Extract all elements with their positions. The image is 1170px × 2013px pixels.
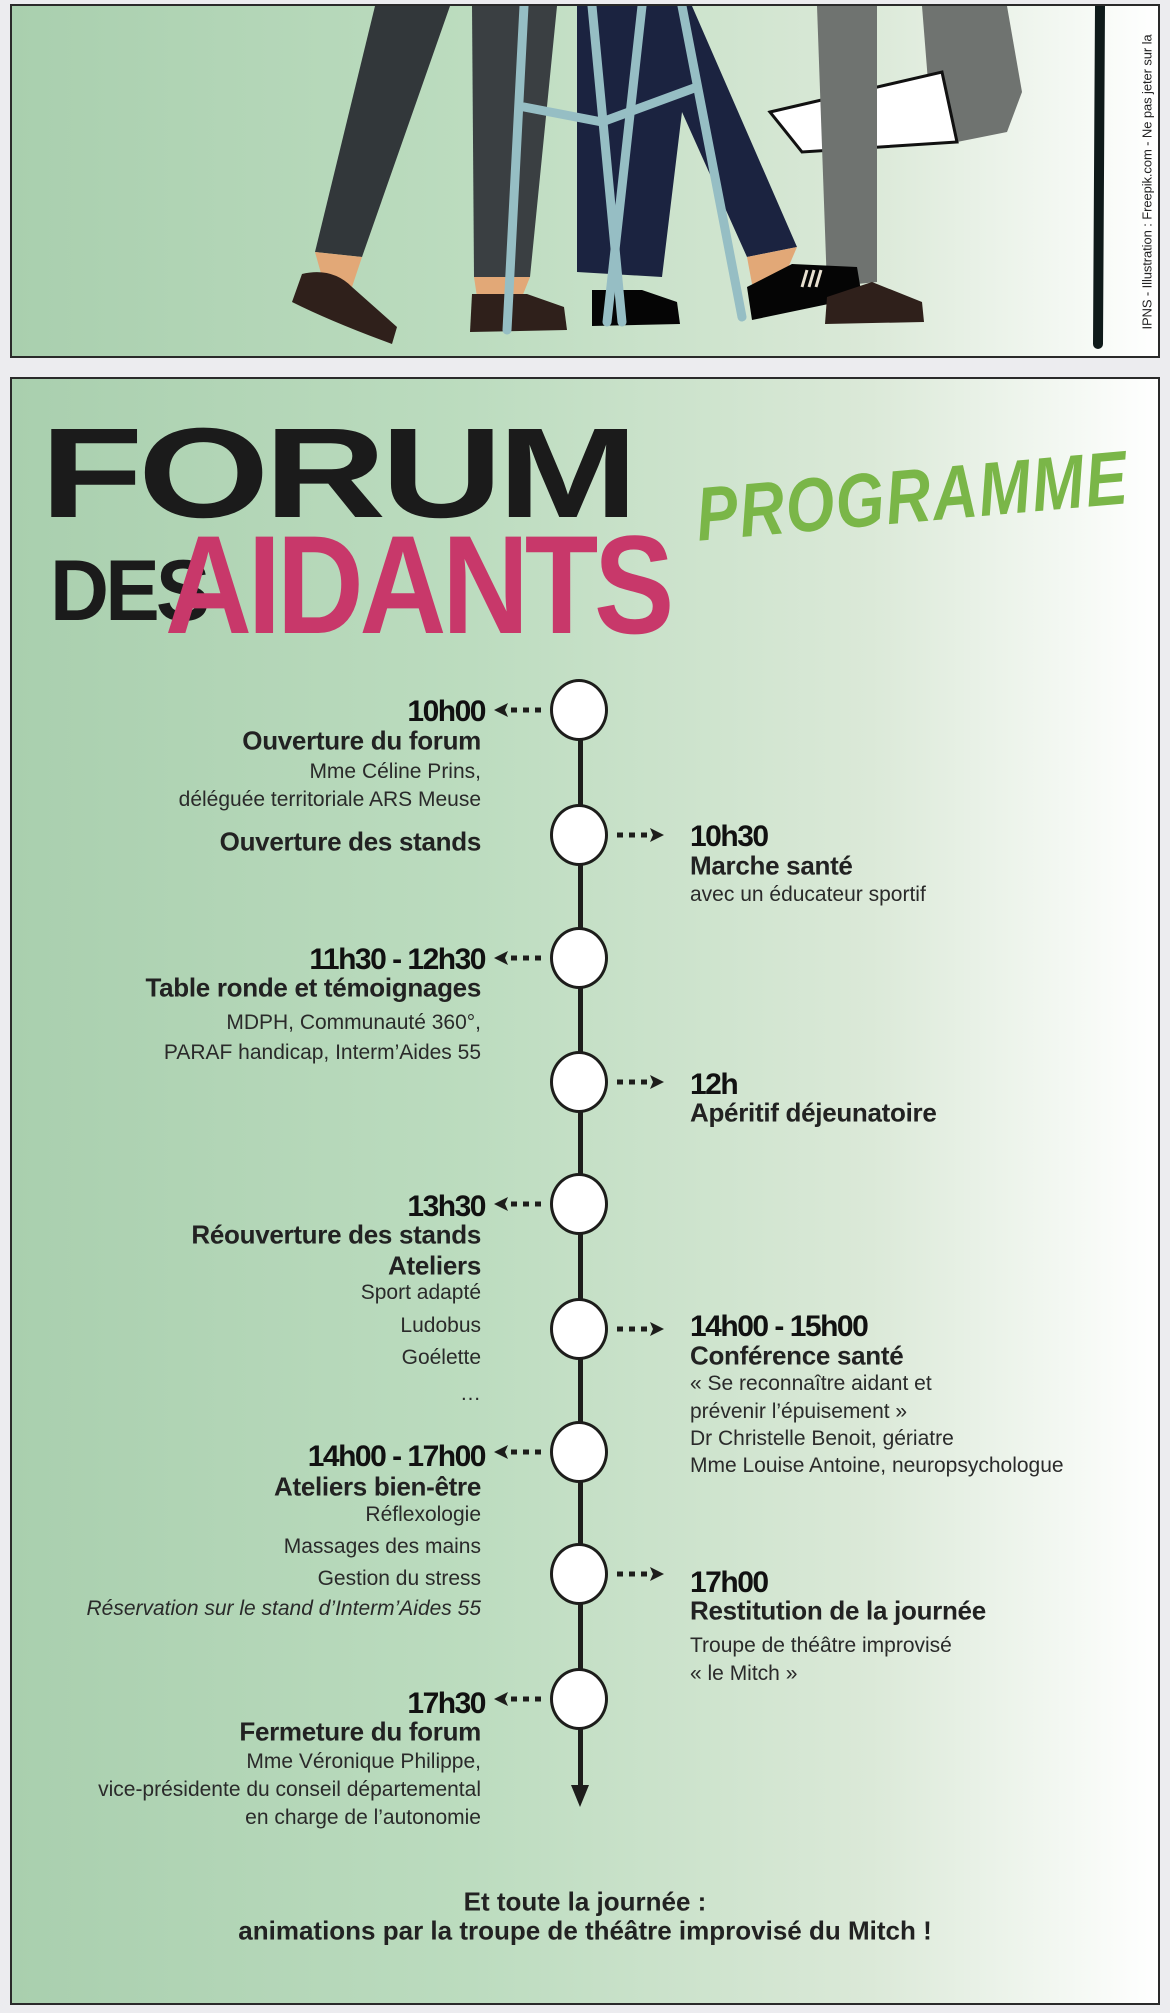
- event-time: 12h: [690, 1068, 739, 1101]
- title-aidants: AIDANTS: [165, 506, 674, 663]
- event-detail: « le Mitch »: [690, 1662, 798, 1685]
- event-note: Réservation sur le stand d’Interm’Aides …: [86, 1597, 481, 1620]
- event-detail: avec un éducateur sportif: [690, 883, 926, 906]
- event-time: 10h30: [690, 820, 769, 853]
- event-time: 14h00 - 17h00: [307, 1440, 487, 1473]
- event-title: Marche santé: [690, 850, 853, 881]
- event-title: Réouverture des stands: [191, 1219, 481, 1250]
- event-detail: déléguée territoriale ARS Meuse: [178, 788, 481, 811]
- timeline-line: [578, 700, 583, 1795]
- title-des: DES: [50, 543, 210, 639]
- timeline-node: [550, 927, 608, 989]
- event-title: Table ronde et témoignages: [145, 972, 481, 1003]
- footer-line-2: animations par la troupe de théâtre impr…: [238, 1915, 932, 1946]
- event-detail: Mme Véronique Philippe,: [246, 1750, 481, 1773]
- footer-line-1: Et toute la journée :: [463, 1886, 707, 1917]
- timeline-node: [550, 1051, 608, 1113]
- timeline-node: [550, 1173, 608, 1235]
- event-title: Restitution de la journée: [690, 1595, 986, 1626]
- event-detail: Réflexologie: [365, 1503, 481, 1526]
- event-title: Ouverture du forum: [242, 725, 481, 756]
- timeline-node: [550, 1668, 608, 1730]
- title-forum: FORUM: [40, 402, 638, 545]
- event-title: Apéritif déjeunatoire: [690, 1097, 937, 1128]
- event-time: 13h30: [407, 1190, 486, 1223]
- event-detail: Mme Louise Antoine, neuropsychologue: [690, 1454, 1064, 1477]
- event-detail: Mme Céline Prins,: [309, 760, 481, 783]
- event-detail: Sport adapté: [360, 1281, 481, 1304]
- event-detail: Massages des mains: [283, 1535, 481, 1558]
- event-detail: Goélette: [401, 1346, 481, 1369]
- credit-text: IPNS - Illustration : Freepik.com - Ne p…: [1139, 34, 1155, 330]
- event-detail: …: [460, 1382, 481, 1405]
- event-title: Fermeture du forum: [239, 1716, 481, 1747]
- event-detail: Ludobus: [400, 1314, 481, 1337]
- event-detail: Troupe de théâtre improvisé: [690, 1634, 952, 1657]
- event-title: Ateliers: [388, 1250, 481, 1281]
- timeline-node: [550, 679, 608, 741]
- timeline-node: [550, 1543, 608, 1605]
- event-time: 10h00: [407, 695, 486, 728]
- event-detail: en charge de l’autonomie: [245, 1806, 481, 1829]
- event-title: Ouverture des stands: [219, 826, 482, 857]
- event-time: 11h30 - 12h30: [309, 943, 486, 976]
- event-time: 17h00: [690, 1566, 769, 1599]
- event-detail: « Se reconnaître aidant et: [690, 1372, 932, 1395]
- event-detail: Gestion du stress: [317, 1567, 481, 1590]
- event-detail: Dr Christelle Benoit, gériatre: [690, 1427, 954, 1450]
- event-time: 17h30: [407, 1687, 486, 1720]
- timeline-arrowhead-icon: [571, 1785, 589, 1807]
- event-time: 14h00 - 15h00: [690, 1310, 869, 1343]
- timeline-node: [550, 1421, 608, 1483]
- timeline-node: [550, 804, 608, 866]
- illustration-banner: [10, 4, 1160, 358]
- people-legs-illustration: [292, 6, 1105, 349]
- event-detail: prévenir l’épuisement »: [690, 1400, 908, 1423]
- event-detail: MDPH, Communauté 360°,: [226, 1011, 481, 1034]
- event-title: Ateliers bien-être: [273, 1471, 481, 1502]
- event-title: Conférence santé: [690, 1340, 904, 1371]
- event-detail: vice-présidente du conseil départemental: [98, 1778, 481, 1801]
- timeline-node: [550, 1298, 608, 1360]
- event-detail: PARAF handicap, Interm’Aides 55: [163, 1041, 481, 1064]
